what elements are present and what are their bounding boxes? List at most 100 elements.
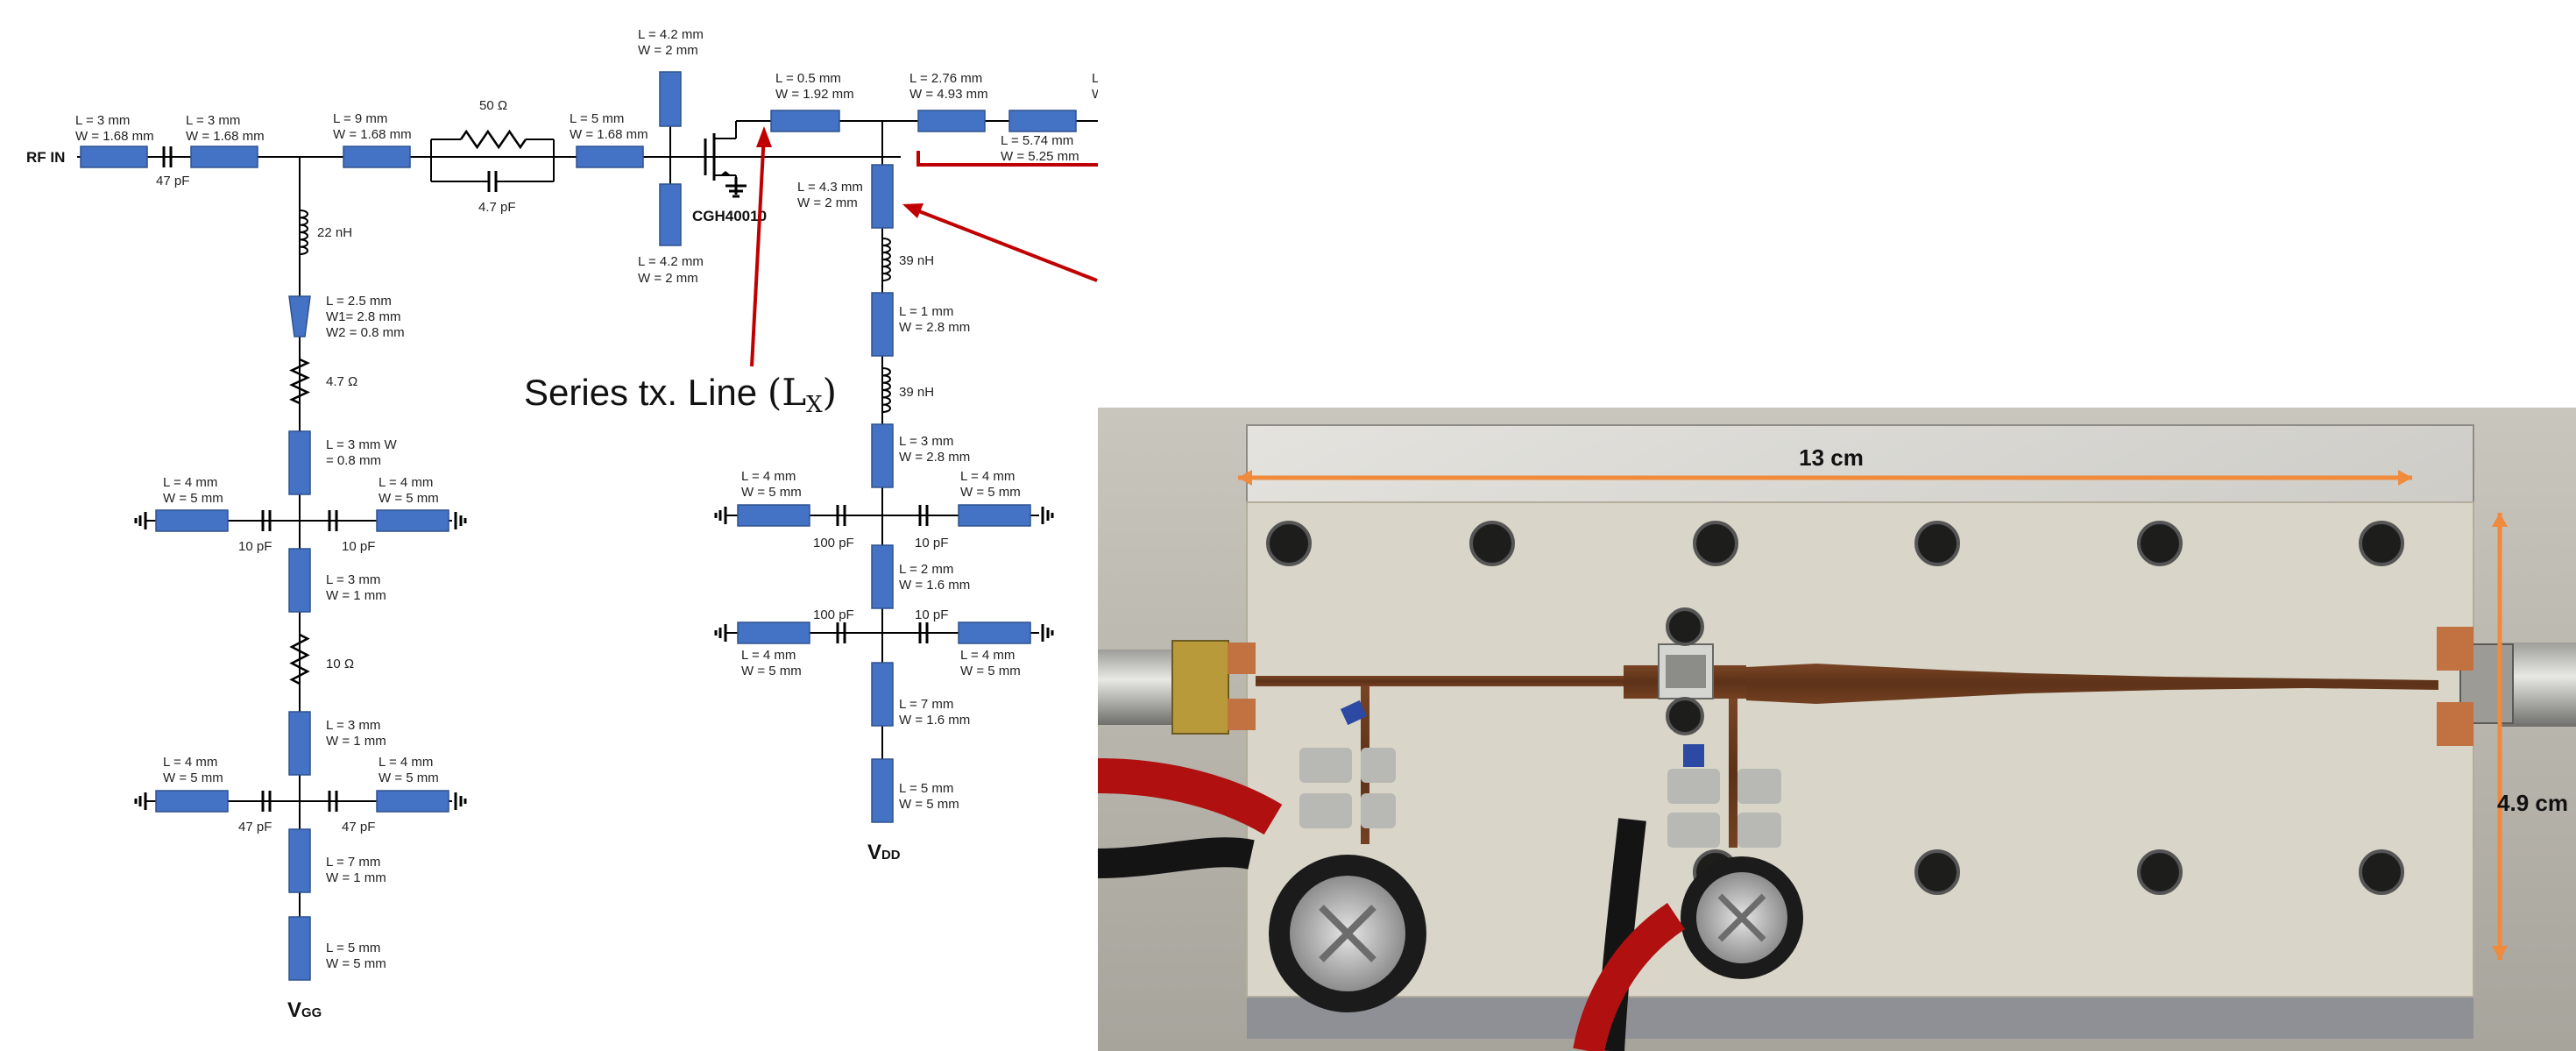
label: W = 1.68 mm	[333, 127, 412, 142]
label: L = 4 mm	[741, 469, 796, 484]
label: L = 3 mm	[899, 434, 953, 449]
label: W = 1.68 mm	[75, 129, 154, 144]
transformer-line-label: L = 2.76 mm	[909, 71, 982, 86]
label: 100 pF	[813, 607, 854, 622]
label: 39 nH	[899, 253, 934, 268]
label: L = 4 mm	[960, 648, 1015, 663]
transformer-line-1	[917, 110, 986, 132]
gate-line-b	[288, 548, 311, 613]
label: W = 5 mm	[163, 770, 223, 785]
input-line-2	[190, 146, 258, 168]
label: L = 9 mm	[333, 111, 387, 126]
label: 47 pF	[238, 820, 272, 834]
label: L = 7 mm	[899, 697, 953, 712]
transformer-line-2	[1008, 110, 1077, 132]
input-stub-bottom	[659, 183, 682, 246]
label: 4.7 Ω	[326, 374, 357, 389]
transformer-line-label: L = 5.8 mm	[1092, 71, 1098, 86]
label: W = 1.68 mm	[570, 127, 648, 142]
label: L = 1 mm	[899, 304, 953, 319]
vdd-label: VDD	[867, 841, 901, 864]
series-line-subscript: X	[806, 392, 823, 418]
gate-line-a	[288, 430, 311, 495]
input-line-1	[80, 146, 148, 168]
series-line-close: )	[823, 371, 837, 414]
label: L = 0.5 mm	[775, 71, 841, 86]
label: 50 Ω	[479, 98, 507, 113]
drain-line-e	[871, 758, 894, 823]
series-line-arrowhead	[756, 126, 772, 147]
label: 4.7 pF	[478, 200, 516, 215]
open-stub	[871, 164, 894, 229]
drain-branch-1-right	[958, 504, 1031, 527]
gate-resistor-1	[289, 358, 310, 405]
label: 10 pF	[915, 536, 948, 550]
gate-branch-2-left	[155, 790, 229, 813]
label: 47 pF	[156, 174, 189, 188]
gate-line-c	[288, 711, 311, 776]
drain-branch-1-left	[737, 504, 810, 527]
label: W = 1.92 mm	[775, 87, 854, 102]
rf-in-label: RF IN	[26, 149, 65, 166]
label: 10 pF	[238, 539, 272, 554]
gate-taper	[288, 295, 311, 337]
label: W = 5 mm	[379, 770, 439, 785]
series-line-annotation: Series tx. Line (LX)	[524, 371, 837, 418]
drain-inductor-1	[881, 238, 891, 281]
board-photo-drawing: 13 cm 4.9 cm	[1098, 408, 2576, 1051]
label: L = 5 mm	[899, 781, 953, 796]
label: L = 3 mm	[75, 113, 130, 128]
transformer-width-label: W = 4.93 mm	[909, 87, 988, 102]
label: W = 1.6 mm	[899, 713, 970, 728]
drain-line-b	[871, 423, 894, 488]
vgg-label: VGG	[287, 998, 322, 1022]
label: L = 3 mm	[186, 113, 240, 128]
input-line-4	[576, 146, 644, 168]
label: L = 4 mm	[741, 648, 796, 663]
label: = 0.8 mm	[326, 453, 381, 468]
vgg-label-main: V	[287, 998, 301, 1022]
label: L = 4 mm	[379, 475, 433, 490]
label: W = 1 mm	[326, 734, 386, 749]
label: L = 3 mm W	[326, 437, 398, 452]
label: 10 Ω	[326, 657, 354, 671]
vdd-label-main: V	[867, 841, 881, 864]
open-stub-arrow	[907, 205, 1098, 282]
label: W = 2.8 mm	[899, 320, 970, 335]
label: L = 4 mm	[163, 475, 217, 490]
label: 22 nH	[317, 225, 352, 240]
gate-inductor	[299, 209, 308, 255]
label: W = 2.8 mm	[899, 450, 970, 465]
vgg-label-sub: GG	[301, 1006, 322, 1020]
fabricated-board-photo: 13 cm 4.9 cm	[1098, 408, 2576, 1051]
label: W = 1 mm	[326, 588, 386, 603]
gate-branch-2-right	[376, 790, 449, 813]
label: W = 5 mm	[960, 485, 1021, 500]
input-stub-top	[659, 71, 682, 127]
vdd-label-sub: DD	[881, 849, 901, 863]
transformer-width-label: W = 4.05 mm	[1092, 87, 1098, 102]
label: W = 5 mm	[899, 797, 959, 812]
label: L = 5 mm	[570, 111, 624, 126]
drain-branch-2-right	[958, 621, 1031, 644]
input-line-3	[343, 146, 411, 168]
label: W = 5 mm	[741, 485, 802, 500]
label: W = 1.68 mm	[186, 129, 265, 144]
label: W = 2 mm	[638, 43, 698, 58]
label: L = 2 mm	[899, 562, 953, 577]
label: W = 1.6 mm	[899, 578, 970, 593]
label: L = 7 mm	[326, 855, 380, 870]
drain-line-c	[871, 544, 894, 609]
drain-line-d	[871, 662, 894, 727]
transformer-width-label: W = 5.25 mm	[1001, 149, 1079, 164]
transformer-bracket	[916, 151, 1098, 167]
drain-line-a	[871, 292, 894, 357]
label: W = 2 mm	[638, 271, 698, 286]
series-tx-line	[770, 110, 840, 132]
taper-w2-label: W2 = 0.8 mm	[326, 325, 405, 340]
gate-branch-1-right	[376, 509, 449, 532]
transformer-line-label: L = 5.74 mm	[1001, 133, 1073, 148]
label: W = 5 mm	[163, 491, 223, 506]
series-line-text: Series tx. Line	[524, 372, 768, 413]
